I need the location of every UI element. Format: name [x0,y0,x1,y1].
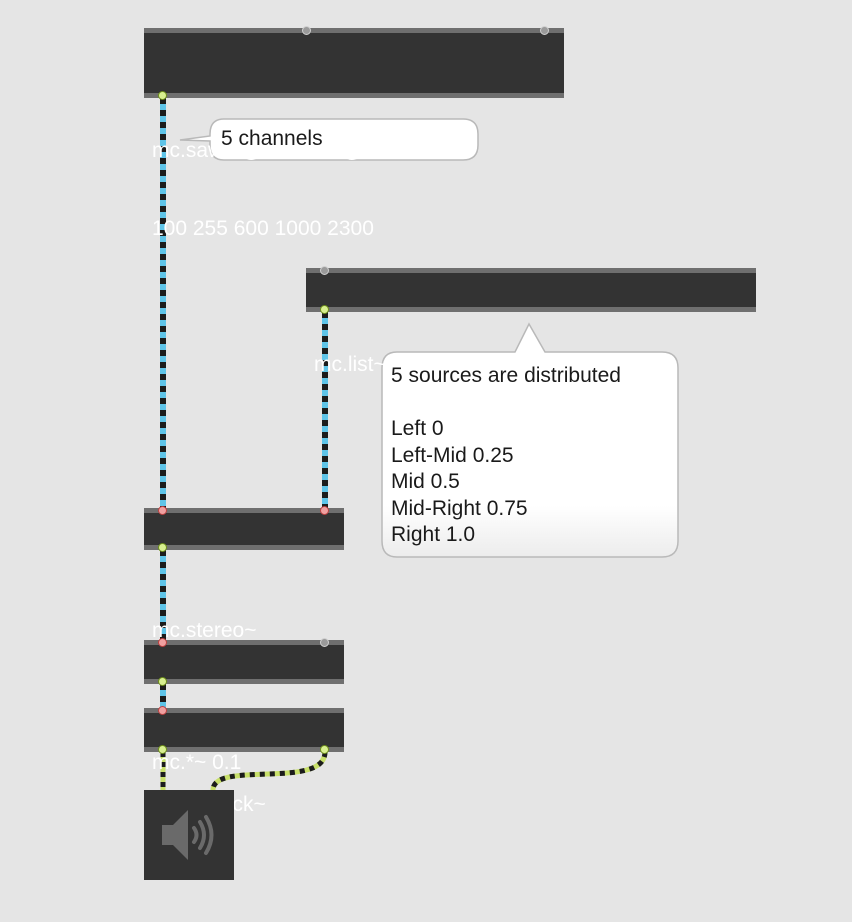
inlet[interactable] [158,706,167,715]
object-mc-times[interactable]: mc.*~ 0.1 [144,638,344,774]
object-mc-unpack[interactable]: mc.unpack~ [144,706,344,816]
outlet[interactable] [158,677,167,686]
object-text: mc.*~ 0.1 [152,751,242,774]
object-mc-list[interactable]: mc.list~ 0. 0.25 0.5 0.75 1. [306,266,756,376]
outlet[interactable] [320,745,329,754]
inlet[interactable] [158,638,167,647]
inlet[interactable] [158,506,167,515]
comment-line: Left 0 [391,417,444,440]
inlet[interactable] [302,26,311,35]
outlet[interactable] [158,745,167,754]
object-text: mc.stereo~ [152,619,257,642]
comment-line: Mid-Right 0.75 [391,496,528,520]
comment-line: Mid 0.5 [391,470,460,493]
inlet[interactable] [320,266,329,275]
comment-line: Left-Mid 0.25 [391,443,514,467]
inlet[interactable] [320,638,329,647]
object-text: 100 255 600 1000 2300 [152,217,374,240]
comment-channels: 5 channels [221,127,323,150]
inlet[interactable] [540,26,549,35]
comment-line: 5 sources are distributed [391,364,621,387]
inlet[interactable] [320,506,329,515]
outlet[interactable] [158,543,167,552]
ezdac-button[interactable] [144,790,234,880]
outlet[interactable] [320,305,329,314]
comment-line [391,390,621,417]
object-mc-saw[interactable]: mc.saw~ @chans 5 @initialvalues 100 255 … [144,26,564,240]
object-text: mc.list~ 0. 0.25 0.5 0.75 1. [314,353,561,376]
comment-distribution: 5 sources are distributed Left 0 Left-Mid… [391,363,621,549]
object-mc-stereo[interactable]: mc.stereo~ [144,506,344,642]
object-text: mc.saw~ @chans 5 @initialvalues [152,139,472,162]
speaker-icon [162,810,214,860]
outlet[interactable] [158,91,167,100]
comment-line: Right 1.0 [391,523,476,546]
